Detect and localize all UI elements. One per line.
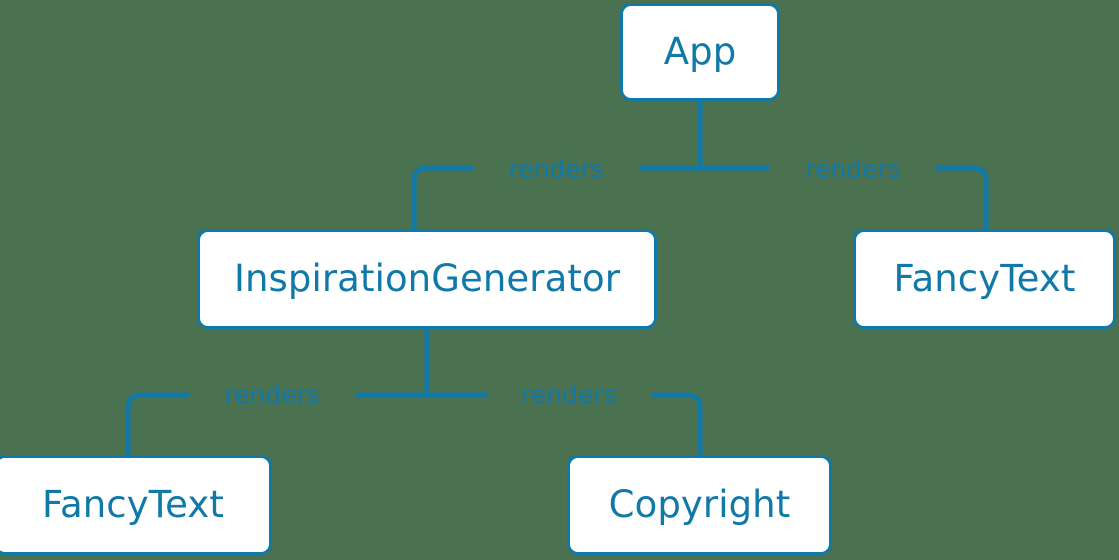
node-inspiration-generator-label: InspirationGenerator <box>233 256 621 300</box>
edge-inspirationgenerator-to-fancytext-left-run <box>125 392 190 455</box>
edge-app-to-inspirationgenerator-left-run <box>411 165 473 229</box>
node-copyright-label: Copyright <box>608 482 791 526</box>
node-fancytext-bottom-label: FancyText <box>42 482 224 526</box>
node-fancytext-right[interactable]: FancyText <box>853 229 1116 329</box>
node-app[interactable]: App <box>620 3 780 101</box>
node-fancytext-bottom[interactable]: FancyText <box>0 455 272 555</box>
node-copyright[interactable]: Copyright <box>567 455 832 555</box>
edge-inspirationgenerator-to-copyright-right-run <box>651 392 703 455</box>
edge-label-inspiration-generator-to-fancytext-bottom: renders <box>224 380 320 410</box>
edge-label-inspiration-generator-to-copyright: renders <box>521 380 617 410</box>
edge-app-to-fancytext-right-run <box>936 165 989 229</box>
node-app-label: App <box>663 29 737 73</box>
edge-label-app-to-fancytext-right: renders <box>805 154 901 184</box>
node-fancytext-right-label: FancyText <box>893 256 1076 300</box>
edge-label-app-to-inspiration-generator: renders <box>508 154 604 184</box>
node-inspiration-generator[interactable]: InspirationGenerator <box>197 229 657 329</box>
